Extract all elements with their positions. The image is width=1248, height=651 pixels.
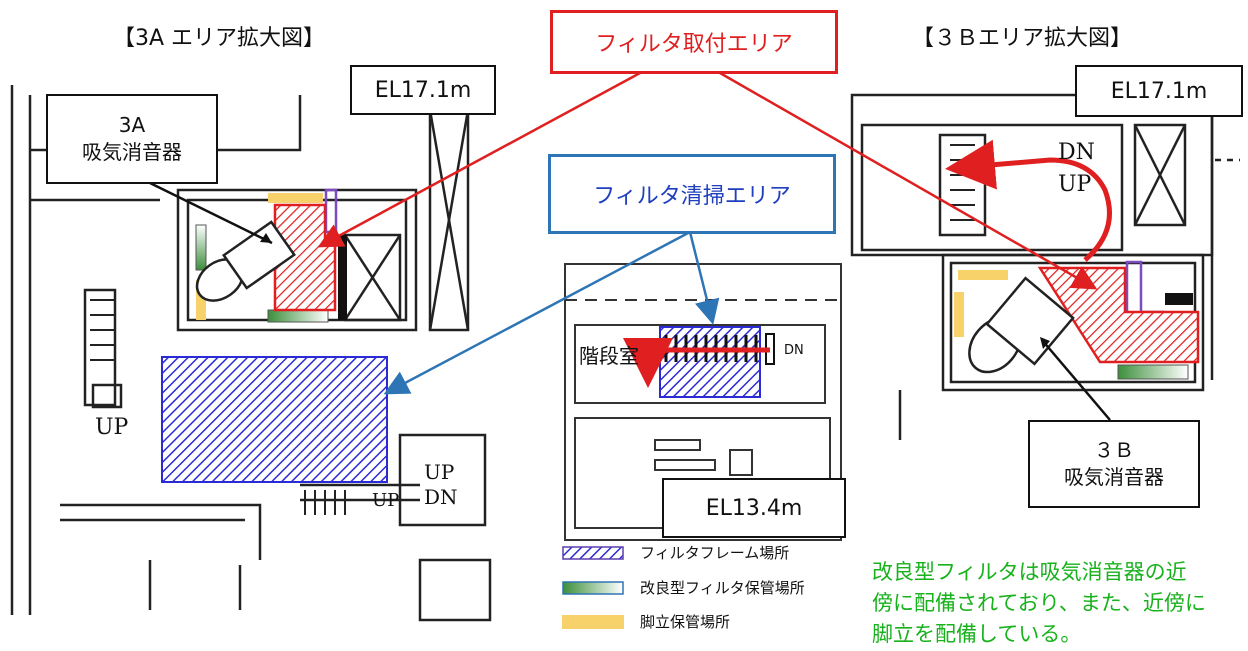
right-dn-label: DN <box>1058 140 1095 165</box>
right-up-label: UP <box>1058 172 1092 197</box>
legend-frame: フィルタフレーム場所 <box>562 542 789 563</box>
legend-ladder-label: 脚立保管場所 <box>640 613 731 631</box>
area-3b-title: 【３Ｂエリア拡大図】 <box>912 26 1133 51</box>
legend-ladder: 脚立保管場所 <box>562 611 730 632</box>
cleaning-area-callout: フィルタ清掃エリア <box>548 154 836 234</box>
note-line2: 傍に配備されており、また、近傍に <box>872 591 1206 615</box>
silencer-3a-label: 3A 吸気消音器 <box>46 94 218 184</box>
small-up-label: UP <box>372 490 400 511</box>
area-3a-title: 【3A エリア拡大図】 <box>113 26 326 51</box>
storage-note: 改良型フィルタは吸気消音器の近 傍に配備されており、また、近傍に 脚立を配備して… <box>872 557 1206 650</box>
legend-storage: 改良型フィルタ保管場所 <box>562 577 805 598</box>
note-line3: 脚立を配備している。 <box>872 622 1082 646</box>
elevation-center: EL13.4m <box>662 478 846 538</box>
mid-up-label: UP <box>424 460 455 484</box>
yellow-swatch-icon <box>562 614 624 629</box>
elevation-3a: EL17.1m <box>350 65 496 115</box>
hatch-swatch-icon <box>562 545 624 560</box>
stair-room-label: 階段室 <box>579 344 639 368</box>
center-dn-label: DN <box>784 343 804 358</box>
silencer-3a-line2: 吸気消音器 <box>82 140 182 164</box>
elevation-3b: EL17.1m <box>1075 65 1243 117</box>
silencer-3b-line1: ３Ｂ <box>1094 438 1134 462</box>
silencer-3a-line1: 3A <box>118 113 146 137</box>
mid-dn-label: DN <box>424 485 458 509</box>
silencer-3b-label: ３Ｂ 吸気消音器 <box>1028 420 1200 508</box>
left-up-label: UP <box>95 415 129 440</box>
legend-frame-label: フィルタフレーム場所 <box>640 544 790 562</box>
silencer-3b-line2: 吸気消音器 <box>1064 465 1164 489</box>
legend-storage-label: 改良型フィルタ保管場所 <box>640 579 805 597</box>
gradient-swatch-icon <box>562 580 624 595</box>
note-line1: 改良型フィルタは吸気消音器の近 <box>872 560 1187 584</box>
install-area-callout: フィルタ取付エリア <box>550 10 838 74</box>
